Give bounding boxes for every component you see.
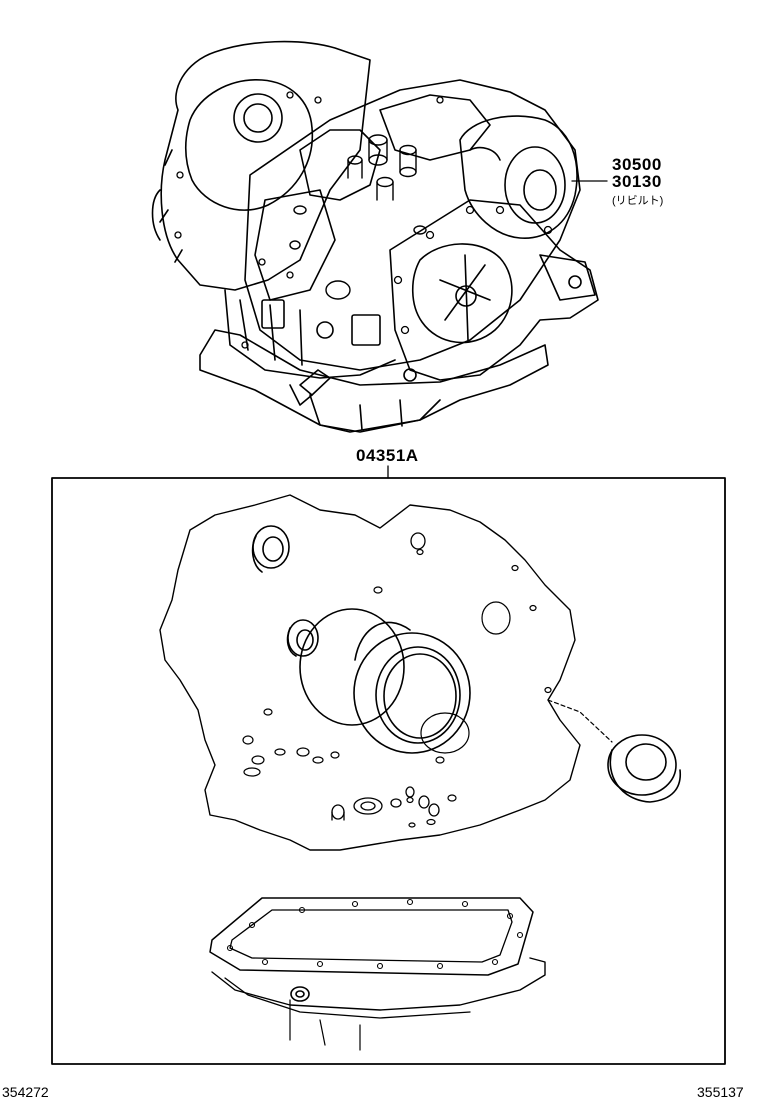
callout-rebuilt-note: (リビルト): [612, 195, 664, 207]
callout-part-30500: 30500: [612, 155, 662, 174]
footer-left-id: 354272: [2, 1084, 49, 1100]
callout-kit-04351a: 04351A: [356, 446, 419, 465]
transmission-assembly: [153, 42, 599, 432]
callout-part-30130: 30130: [612, 172, 662, 191]
footer-right-id: 355137: [697, 1084, 744, 1100]
kit-contents-frame: [52, 478, 725, 1064]
kit-contents: [160, 495, 680, 1050]
